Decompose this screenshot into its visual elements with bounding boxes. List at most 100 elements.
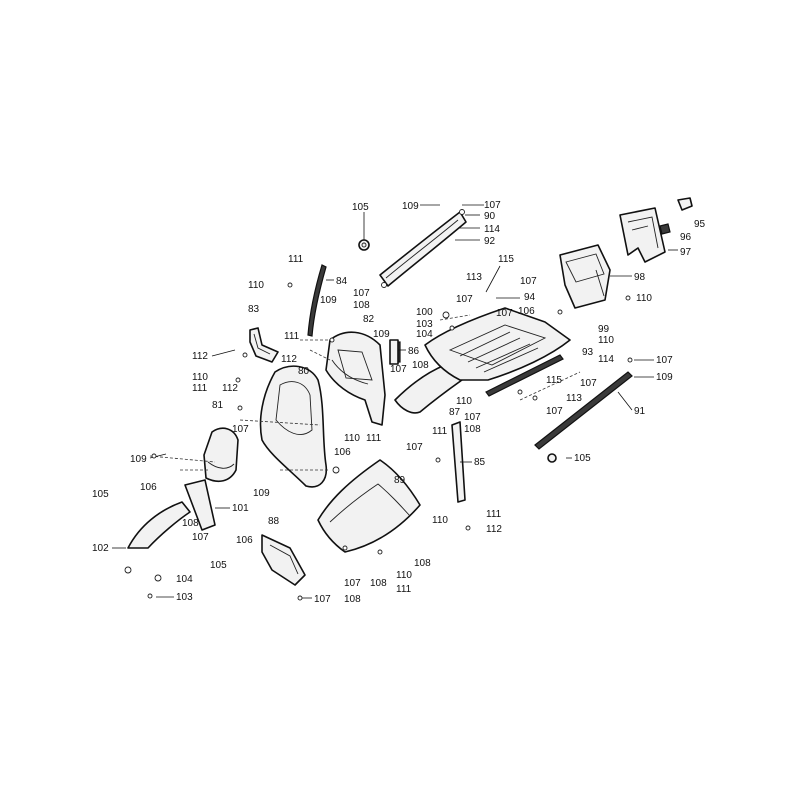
callout-107-n: 107 [314, 594, 331, 605]
callout-115-b: 115 [546, 375, 562, 386]
callout-114-top: 114 [484, 224, 500, 235]
callout-107-j: 107 [464, 412, 481, 423]
part-91-long-rail [534, 371, 633, 450]
callout-105-c: 105 [92, 489, 109, 500]
part-90-top-rail [379, 209, 467, 288]
part-101-inner-fender [184, 479, 216, 531]
callout-113-b: 113 [566, 393, 582, 404]
callout-86: 86 [408, 346, 420, 357]
part-89-floor-panel [317, 459, 421, 553]
callout-108-g: 108 [414, 558, 431, 569]
part-105-washer-right [547, 453, 557, 463]
callout-108-f: 108 [370, 578, 387, 589]
callout-113-a: 113 [466, 272, 482, 283]
callout-107-f: 107 [496, 308, 513, 319]
callout-104-a: 104 [416, 329, 433, 340]
part-102-front-fender [127, 501, 191, 549]
callout-107-h: 107 [580, 378, 597, 389]
part-83-bracket [249, 327, 279, 363]
callout-107-b: 107 [456, 294, 473, 305]
part-105-washer-top [358, 239, 370, 251]
callout-107-g: 107 [656, 355, 673, 366]
callout-93: 93 [582, 347, 594, 358]
callout-112-b: 112 [281, 354, 297, 365]
callout-107-c: 107 [353, 288, 370, 299]
callout-111-a: 111 [288, 254, 304, 265]
callout-91: 91 [634, 406, 646, 417]
callout-101: 101 [232, 503, 249, 514]
callout-111-c: 111 [192, 383, 208, 394]
callout-95: 95 [694, 219, 706, 230]
callout-102: 102 [92, 543, 109, 554]
callout-106-b: 106 [334, 447, 351, 458]
callout-97: 97 [680, 247, 692, 258]
callout-110-g: 110 [432, 515, 448, 526]
callout-106-a: 106 [518, 306, 535, 317]
callout-107-k: 107 [232, 424, 249, 435]
part-85-side-strip [451, 421, 466, 503]
part-95-bolt [677, 197, 693, 211]
callout-94: 94 [524, 292, 536, 303]
callout-109-top: 109 [402, 201, 419, 212]
callout-110-a: 110 [248, 280, 264, 291]
callouts: 105 109 107 90 114 92 111 110 84 113 107… [92, 200, 706, 605]
part-93-floor-board [424, 307, 571, 381]
callout-84: 84 [336, 276, 348, 287]
assembly-lines [149, 314, 581, 471]
callout-110-d: 110 [598, 335, 614, 346]
callout-109-d: 109 [130, 454, 147, 465]
callout-110-c: 110 [636, 293, 652, 304]
callout-96: 96 [680, 232, 692, 243]
callout-111-d: 111 [366, 433, 382, 444]
callout-100: 100 [416, 307, 433, 318]
callout-110-h: 110 [396, 570, 412, 581]
callout-109-b: 109 [373, 329, 390, 340]
callout-105-top: 105 [352, 202, 369, 213]
callout-85: 85 [474, 457, 486, 468]
callout-111-g: 111 [396, 584, 412, 595]
part-96-nut [659, 223, 671, 235]
callout-111-b: 111 [284, 331, 300, 342]
callout-109-c: 109 [656, 372, 673, 383]
part-114-side-strip [485, 354, 564, 397]
part-80-leg-shield [259, 365, 328, 488]
callout-107-i: 107 [546, 406, 563, 417]
callout-108-d: 108 [182, 518, 199, 529]
callout-107-o: 107 [344, 578, 361, 589]
part-82-frame-body [325, 331, 401, 426]
callout-108-b: 108 [412, 360, 429, 371]
callout-107-l: 107 [406, 442, 423, 453]
part-97-rear-carrier [619, 207, 666, 263]
callout-89: 89 [394, 475, 406, 486]
callout-92: 92 [484, 236, 496, 247]
callout-108-c: 108 [464, 424, 481, 435]
callout-105-b: 105 [574, 453, 591, 464]
callout-87: 87 [449, 407, 461, 418]
callout-109-a: 109 [320, 295, 337, 306]
callout-112-d: 112 [486, 524, 502, 535]
callout-90: 90 [484, 211, 496, 222]
callout-108-a: 108 [353, 300, 370, 311]
callout-106-d: 106 [236, 535, 253, 546]
callout-107-d: 107 [390, 364, 407, 375]
callout-107-e: 107 [520, 276, 537, 287]
fastener-markers [124, 282, 633, 601]
callout-107-m: 107 [192, 532, 209, 543]
callout-108-e: 108 [344, 594, 361, 605]
callout-110-e: 110 [456, 396, 472, 407]
callout-105-d: 105 [210, 560, 227, 571]
callout-107-top: 107 [484, 200, 501, 211]
callout-104-b: 104 [176, 574, 193, 585]
callout-110-b: 110 [192, 372, 208, 383]
callout-111-f: 111 [486, 509, 502, 520]
callout-115-top: 115 [498, 254, 514, 265]
part-81-front-cover [203, 427, 239, 483]
callout-103-b: 103 [176, 592, 193, 603]
callout-106-c: 106 [140, 482, 157, 493]
callout-112-c: 112 [222, 383, 238, 394]
callout-98: 98 [634, 272, 646, 283]
callout-111-e: 111 [432, 426, 448, 437]
callout-110-f: 110 [344, 433, 360, 444]
callout-109-e: 109 [253, 488, 270, 499]
